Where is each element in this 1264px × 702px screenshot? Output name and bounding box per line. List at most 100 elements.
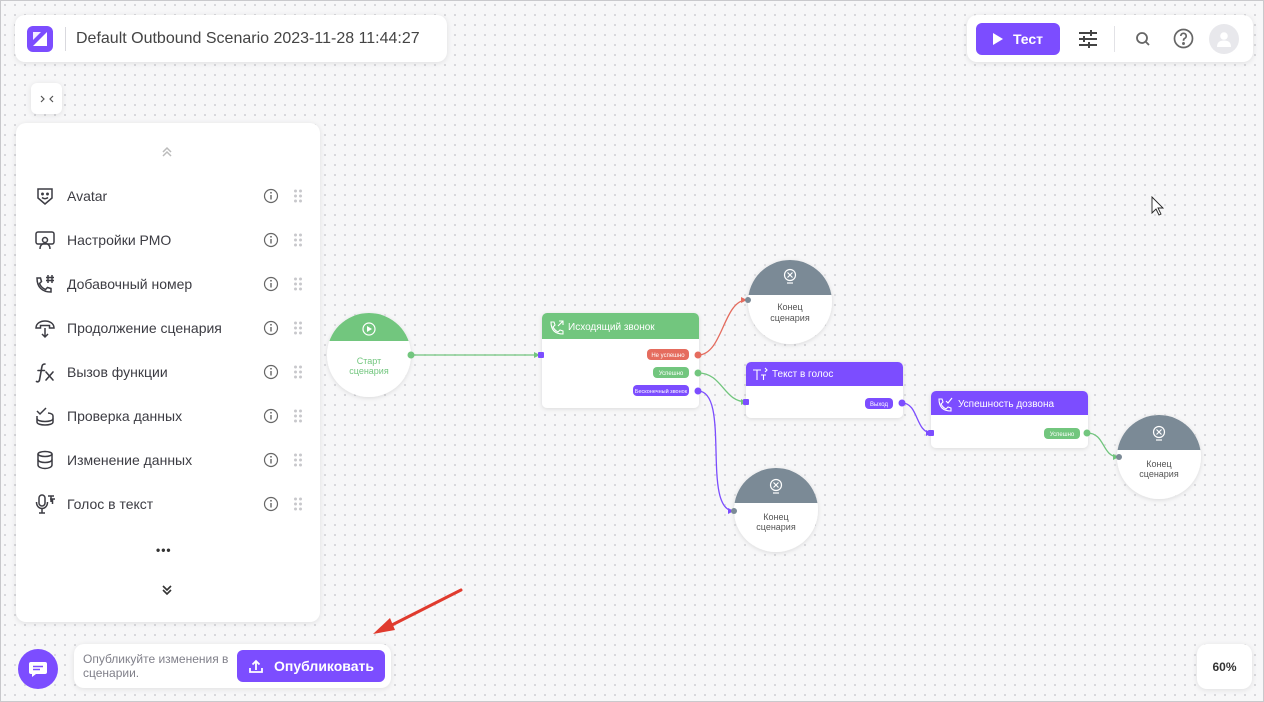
test-button[interactable]: Тест bbox=[976, 22, 1060, 55]
tts-title: Текст в голос bbox=[772, 369, 833, 380]
info-icon[interactable] bbox=[263, 408, 279, 424]
end-label-line1: Конец bbox=[763, 512, 788, 522]
palette-item-data-change[interactable]: Изменение данных bbox=[33, 446, 309, 474]
scenario-title-bar: Default Outbound Scenario 2023-11-28 11:… bbox=[15, 15, 447, 62]
outgoing-call-input-port[interactable] bbox=[538, 352, 544, 358]
drag-handle-icon[interactable] bbox=[293, 365, 303, 379]
phone-check-icon bbox=[938, 397, 953, 412]
test-button-label: Тест bbox=[1012, 30, 1044, 47]
tts-output-label: Выход bbox=[870, 402, 888, 408]
palette-item-workstation-settings[interactable]: Настройки РМО bbox=[33, 226, 309, 254]
start-label-line2: сценария bbox=[349, 366, 389, 376]
end-label-line2: сценария bbox=[756, 522, 796, 532]
palette-item-label: Голос в текст bbox=[67, 496, 154, 512]
end-circle-x-icon bbox=[1152, 425, 1166, 441]
zoom-level-value: 60% bbox=[1212, 659, 1237, 674]
drag-handle-icon[interactable] bbox=[293, 277, 303, 291]
output-fail-port[interactable] bbox=[694, 351, 702, 359]
more-items-label: ••• bbox=[156, 543, 172, 557]
publish-button[interactable]: Опубликовать bbox=[237, 650, 385, 682]
scenario-continue-icon bbox=[33, 316, 57, 340]
output-endless-label: Бесконечный звонок bbox=[635, 388, 688, 395]
mouse-cursor-icon bbox=[1151, 195, 1165, 216]
function-icon bbox=[33, 360, 57, 384]
info-icon[interactable] bbox=[263, 188, 279, 204]
info-icon[interactable] bbox=[263, 496, 279, 512]
palette-item-label: Настройки РМО bbox=[67, 232, 172, 248]
connection-success-to-final-end bbox=[1086, 432, 1120, 458]
palette-item-data-check[interactable]: Проверка данных bbox=[33, 402, 309, 430]
upload-icon bbox=[249, 659, 263, 673]
call-success-node[interactable]: Успешность дозвона Успешно bbox=[928, 391, 1091, 448]
annotation-arrow bbox=[373, 588, 463, 634]
connection-endless-to-end bbox=[697, 390, 735, 512]
call-success-input-port[interactable] bbox=[928, 430, 934, 436]
help-icon[interactable] bbox=[1171, 27, 1195, 51]
output-fail-label: Не успешно bbox=[651, 353, 685, 359]
search-icon[interactable] bbox=[1131, 27, 1155, 51]
output-success-port[interactable] bbox=[694, 369, 702, 377]
end-label-line2: сценария bbox=[1139, 469, 1179, 479]
collapse-icon bbox=[40, 95, 53, 102]
drag-handle-icon[interactable] bbox=[293, 189, 303, 203]
palette-item-speech-to-text[interactable]: Голос в текст bbox=[33, 490, 309, 518]
text-to-speech-node[interactable]: Текст в голос Выход bbox=[743, 362, 906, 418]
call-success-output-port[interactable] bbox=[1083, 429, 1091, 437]
chat-icon bbox=[29, 662, 47, 677]
outgoing-call-title: Исходящий звонок bbox=[568, 322, 655, 333]
end-input-port[interactable] bbox=[745, 297, 751, 303]
chat-button[interactable] bbox=[18, 649, 58, 689]
collapse-panel-button[interactable] bbox=[31, 83, 62, 114]
user-icon bbox=[1217, 31, 1231, 47]
end-node-endless[interactable]: Конец сценария bbox=[731, 468, 818, 552]
info-icon[interactable] bbox=[263, 320, 279, 336]
end-label-line1: Конец bbox=[1146, 459, 1171, 469]
end-circle-x-icon bbox=[783, 268, 797, 284]
output-endless-port[interactable] bbox=[694, 387, 702, 395]
workstation-settings-icon bbox=[33, 228, 57, 252]
palette-item-function-call[interactable]: Вызов функции bbox=[33, 358, 309, 386]
user-avatar[interactable] bbox=[1209, 23, 1239, 54]
palette-item-extension-number[interactable]: Добавочный номер bbox=[33, 270, 309, 298]
end-input-port[interactable] bbox=[1116, 454, 1122, 460]
more-items-icon[interactable]: ••• bbox=[156, 541, 172, 559]
scenario-title[interactable]: Default Outbound Scenario 2023-11-28 11:… bbox=[76, 29, 420, 47]
zoom-level[interactable]: 60% bbox=[1197, 644, 1252, 689]
drag-handle-icon[interactable] bbox=[293, 409, 303, 423]
block-palette: Avatar Настройки РМО Добавочный номер bbox=[16, 123, 320, 622]
start-node[interactable]: Старт сценария bbox=[327, 313, 415, 397]
end-node-fail[interactable]: Конец сценария bbox=[745, 260, 832, 344]
palette-item-label: Продолжение сценария bbox=[67, 320, 222, 336]
start-output-port[interactable] bbox=[407, 351, 415, 359]
palette-item-label: Вызов функции bbox=[67, 364, 168, 380]
info-icon[interactable] bbox=[263, 276, 279, 292]
connection-fail-to-end bbox=[697, 299, 748, 356]
connection-success-to-tts bbox=[697, 372, 748, 403]
drag-handle-icon[interactable] bbox=[293, 321, 303, 335]
publish-message: Опубликуйте изменения в сценарии. bbox=[83, 652, 229, 680]
tts-output-port[interactable] bbox=[898, 399, 906, 407]
scroll-up-icon[interactable] bbox=[160, 145, 174, 164]
call-success-output-label: Успешно bbox=[1050, 432, 1075, 438]
connections bbox=[411, 299, 1120, 512]
end-circle-x-icon bbox=[769, 478, 783, 494]
palette-item-scenario-continue[interactable]: Продолжение сценария bbox=[33, 314, 309, 342]
end-input-port[interactable] bbox=[731, 508, 737, 514]
scroll-down-icon[interactable] bbox=[160, 583, 174, 602]
publish-button-label: Опубликовать bbox=[274, 658, 374, 674]
avatar-icon bbox=[33, 184, 57, 208]
tts-input-port[interactable] bbox=[743, 399, 749, 405]
app-logo-icon[interactable] bbox=[27, 25, 53, 52]
drag-handle-icon[interactable] bbox=[293, 233, 303, 247]
palette-item-label: Изменение данных bbox=[67, 452, 193, 468]
settings-sliders-icon[interactable] bbox=[1076, 27, 1100, 51]
info-icon[interactable] bbox=[263, 452, 279, 468]
end-node-final[interactable]: Конец сценария bbox=[1116, 415, 1201, 499]
info-icon[interactable] bbox=[263, 232, 279, 248]
drag-handle-icon[interactable] bbox=[293, 453, 303, 467]
info-icon[interactable] bbox=[263, 364, 279, 380]
palette-item-avatar[interactable]: Avatar bbox=[33, 182, 309, 210]
outgoing-call-node[interactable]: Исходящий звонок Не успешно Успешно Беск… bbox=[538, 313, 702, 408]
drag-handle-icon[interactable] bbox=[293, 497, 303, 511]
